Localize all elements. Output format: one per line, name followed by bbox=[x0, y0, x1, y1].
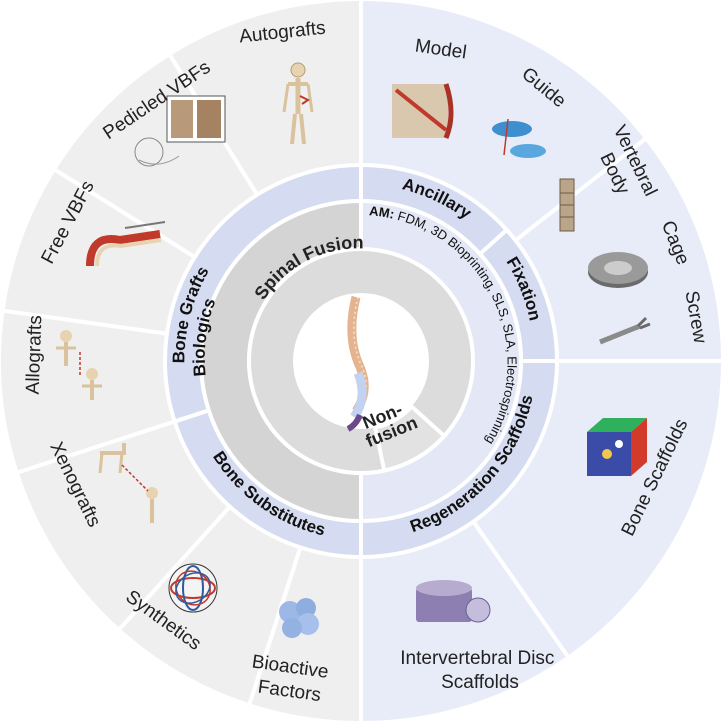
autograft-skeleton-image bbox=[282, 62, 314, 145]
label-allografts: Allografts bbox=[23, 315, 47, 395]
pedicled-vbf-image bbox=[134, 95, 226, 167]
synthetic-fiber-sphere-image bbox=[168, 563, 218, 613]
spine-model-image bbox=[392, 83, 454, 139]
cage-implant-image bbox=[588, 252, 648, 288]
free-vbf-image bbox=[86, 221, 166, 267]
surgical-guide-image bbox=[492, 118, 546, 158]
bioactive-factor-molecule-image bbox=[279, 598, 319, 638]
spine-image bbox=[346, 295, 369, 432]
pedicle-screw-image bbox=[599, 316, 651, 345]
allograft-skeletons-image bbox=[56, 330, 102, 400]
illustrations bbox=[56, 62, 651, 638]
category-bands bbox=[163, 162, 560, 560]
disc-scaffold-image bbox=[416, 580, 491, 623]
label-intervertebral-disc-scaffolds: Intervertebral Disc Scaffolds bbox=[400, 648, 559, 693]
xenograft-image bbox=[98, 443, 158, 523]
bone-scaffold-cube-image bbox=[587, 418, 647, 476]
vertebral-body-implant-image bbox=[559, 178, 575, 232]
